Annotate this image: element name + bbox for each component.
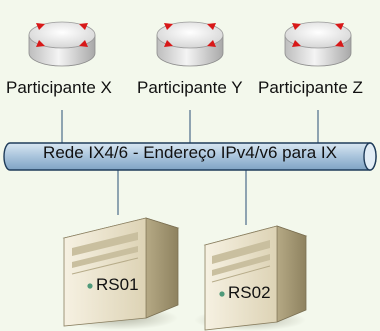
links — [61, 110, 319, 225]
participant-y-label: Participante Y — [137, 78, 243, 97]
server-icon-rs02 — [194, 225, 308, 331]
server-icon-rs01 — [62, 217, 180, 330]
network-label: Rede IX4/6 - Endereço IPv4/v6 para IX — [43, 143, 337, 162]
rs01-label: RS01 — [96, 275, 139, 294]
router-icon-z — [284, 21, 352, 67]
router-icon-x — [28, 21, 96, 67]
participant-z-label: Participante Z — [258, 78, 363, 97]
network-bus — [3, 142, 377, 171]
router-icon-y — [156, 21, 224, 67]
participant-x-label: Participante X — [6, 78, 112, 97]
rs02-label: RS02 — [228, 283, 271, 302]
